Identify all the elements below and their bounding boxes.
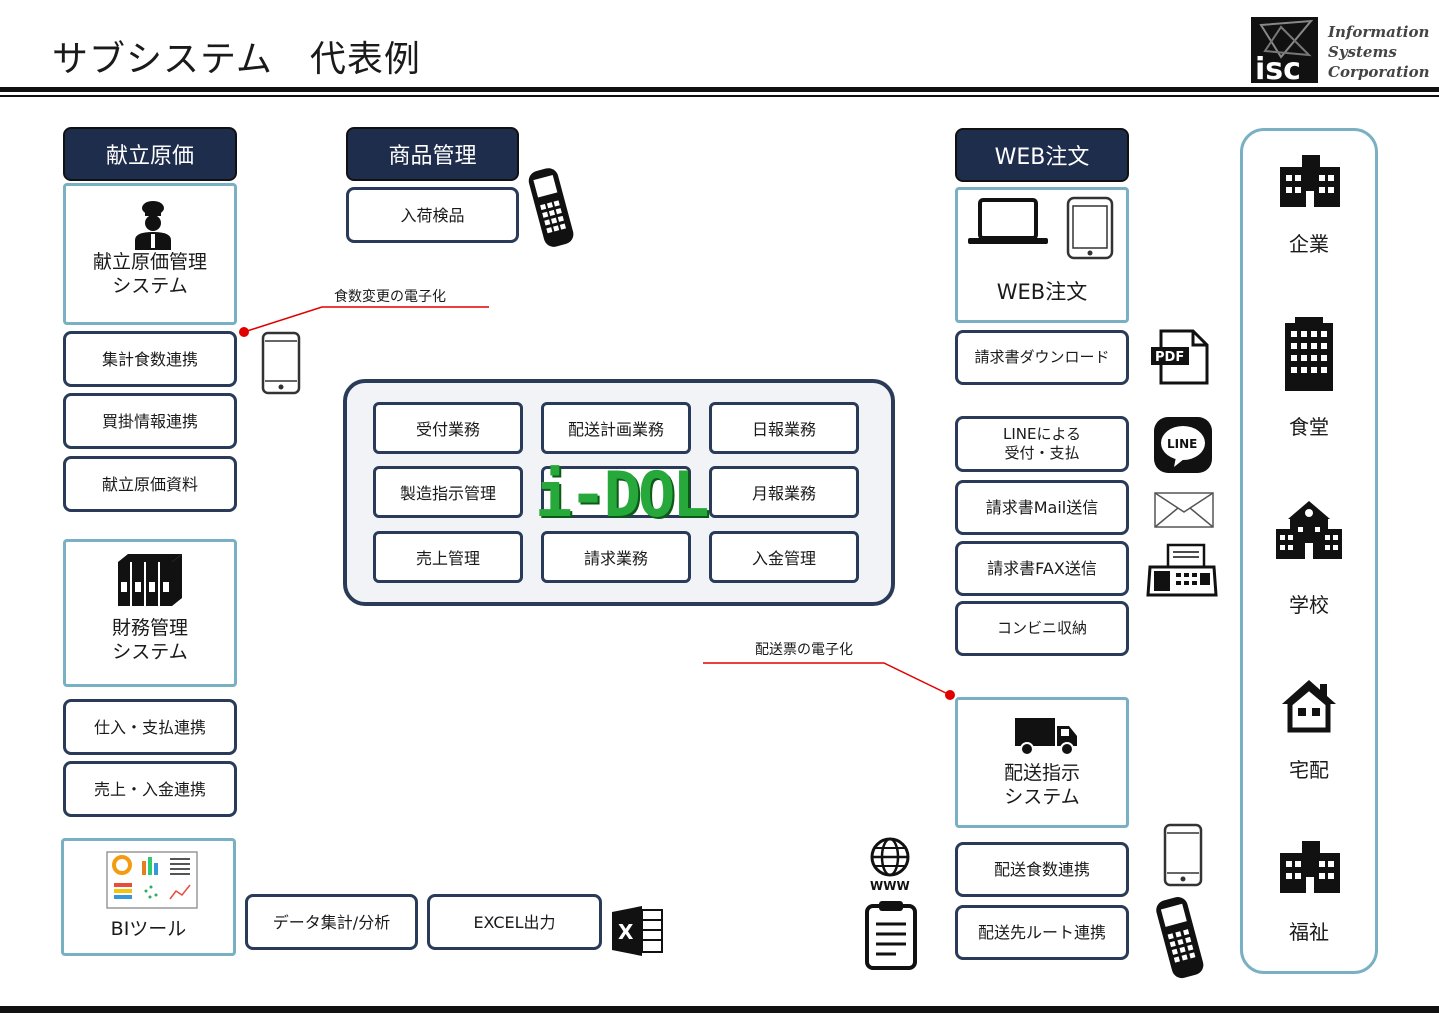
svg-text:PDF: PDF [1155,350,1184,365]
bi-tool-label: BIツール [110,918,187,940]
seizo-shiji-button[interactable]: 製造指示管理 [373,466,523,518]
geppo-button[interactable]: 月報業務 [709,466,859,518]
haiso-keikaku-button[interactable]: 配送計画業務 [541,402,691,454]
bi-tool-panel[interactable]: BIツール [61,838,236,956]
line-order-button[interactable]: LINEによる 受付・支払 [955,416,1129,472]
nippo-button[interactable]: 日報業務 [709,402,859,454]
category-kigyo: 企業 [1289,232,1329,256]
company-building-icon [1280,155,1340,207]
tablet-icon [1066,196,1114,260]
fax-machine-icon [1146,543,1218,597]
header-rule-thin [0,95,1439,97]
clipboard-icon [865,901,917,970]
svg-text:WWW: WWW [870,879,910,893]
kondate-system-label-1: 献立原価管理 [92,251,207,273]
smartphone-icon-2 [1163,823,1203,887]
invoice-mail-button[interactable]: 請求書Mail送信 [955,480,1129,535]
mail-envelope-icon [1154,492,1214,528]
chef-icon [135,201,171,250]
kaikake-renkei-button[interactable]: 買掛情報連携 [63,393,237,449]
excel-output-button[interactable]: EXCEL出力 [427,894,602,950]
web-order-label: WEB注文 [996,280,1088,304]
svg-text:X: X [618,920,634,944]
school-icon [1276,501,1342,559]
konbini-button[interactable]: コンビニ収納 [955,601,1129,656]
kondate-system-label-2: システム [112,275,188,297]
hidden-core-button[interactable] [541,466,691,518]
zaimu-system-label-2: システム [112,641,188,663]
company-name: Information Systems Corporation [1328,23,1430,81]
web-header: WEB注文 [955,128,1129,182]
haiso-system-label-1: 配送指示 [1003,762,1080,784]
idol-logo: i-DOL [535,458,710,531]
binders-icon [118,554,182,606]
seikyu-button[interactable]: 請求業務 [541,531,691,583]
delivery-truck-icon [1015,718,1077,756]
invoice-download-button[interactable]: 請求書ダウンロード [955,330,1129,385]
isc-logo-mark: isc [1251,17,1318,83]
line-order-label-1: LINEによる [1002,425,1082,443]
category-gakko: 学校 [1289,593,1329,617]
handheld-scanner-icon [528,168,574,247]
www-globe-icon: WWW [870,837,910,893]
kondate-header: 献立原価 [63,127,237,181]
nyuka-kenpin-button[interactable]: 入荷検品 [346,187,519,243]
header-rule [0,87,1439,92]
web-order-panel[interactable]: WEB注文 [955,187,1129,323]
invoice-fax-button[interactable]: 請求書FAX送信 [955,541,1129,596]
footer-rule [0,1006,1439,1013]
kondate-shiryo-button[interactable]: 献立原価資料 [63,456,237,512]
shiire-shiharai-renkei-button[interactable]: 仕入・支払連携 [63,699,237,755]
line-order-label-2: 受付・支払 [1004,444,1080,462]
house-icon [1282,680,1336,733]
uriage-kanri-button[interactable]: 売上管理 [373,531,523,583]
laptop-icon [968,198,1048,244]
category-takuhai: 宅配 [1289,758,1329,782]
kondate-system-panel[interactable]: 献立原価管理 システム [63,183,237,325]
shukei-shokusu-renkei-button[interactable]: 集計食数連携 [63,331,237,387]
data-analysis-button[interactable]: データ集計/分析 [245,894,418,950]
line-app-icon: LINE [1154,417,1212,473]
uketsuke-button[interactable]: 受付業務 [373,402,523,454]
uriage-nyukin-renkei-button[interactable]: 売上・入金連携 [63,761,237,817]
office-tower-icon [1285,317,1333,391]
note-shokusu: 食数変更の電子化 [334,289,446,305]
page-title: サブシステム 代表例 [52,39,421,80]
haiso-system-label-2: システム [1004,786,1080,808]
shohin-header: 商品管理 [346,127,519,181]
zaimu-system-panel[interactable]: 財務管理 システム [63,539,237,687]
category-fukushi: 福祉 [1289,920,1329,944]
category-shokudo: 食堂 [1289,415,1329,439]
svg-text:LINE: LINE [1167,437,1197,451]
nyukin-kanri-button[interactable]: 入金管理 [709,531,859,583]
welfare-building-icon [1280,841,1340,893]
haisosaki-route-renkei-button[interactable]: 配送先ルート連携 [955,905,1129,960]
pdf-icon: PDF [1151,329,1209,385]
haiso-system-panel[interactable]: 配送指示 システム [955,697,1129,828]
excel-icon: X [612,906,663,956]
svg-text:isc: isc [1255,52,1301,83]
zaimu-system-label-1: 財務管理 [111,617,188,639]
dashboard-icon [106,851,198,909]
haiso-shokusu-renkei-button[interactable]: 配送食数連携 [955,842,1129,897]
smartphone-icon [261,331,301,395]
note-haisohyo: 配送票の電子化 [755,642,853,658]
handheld-scanner-icon-2 [1156,897,1204,979]
